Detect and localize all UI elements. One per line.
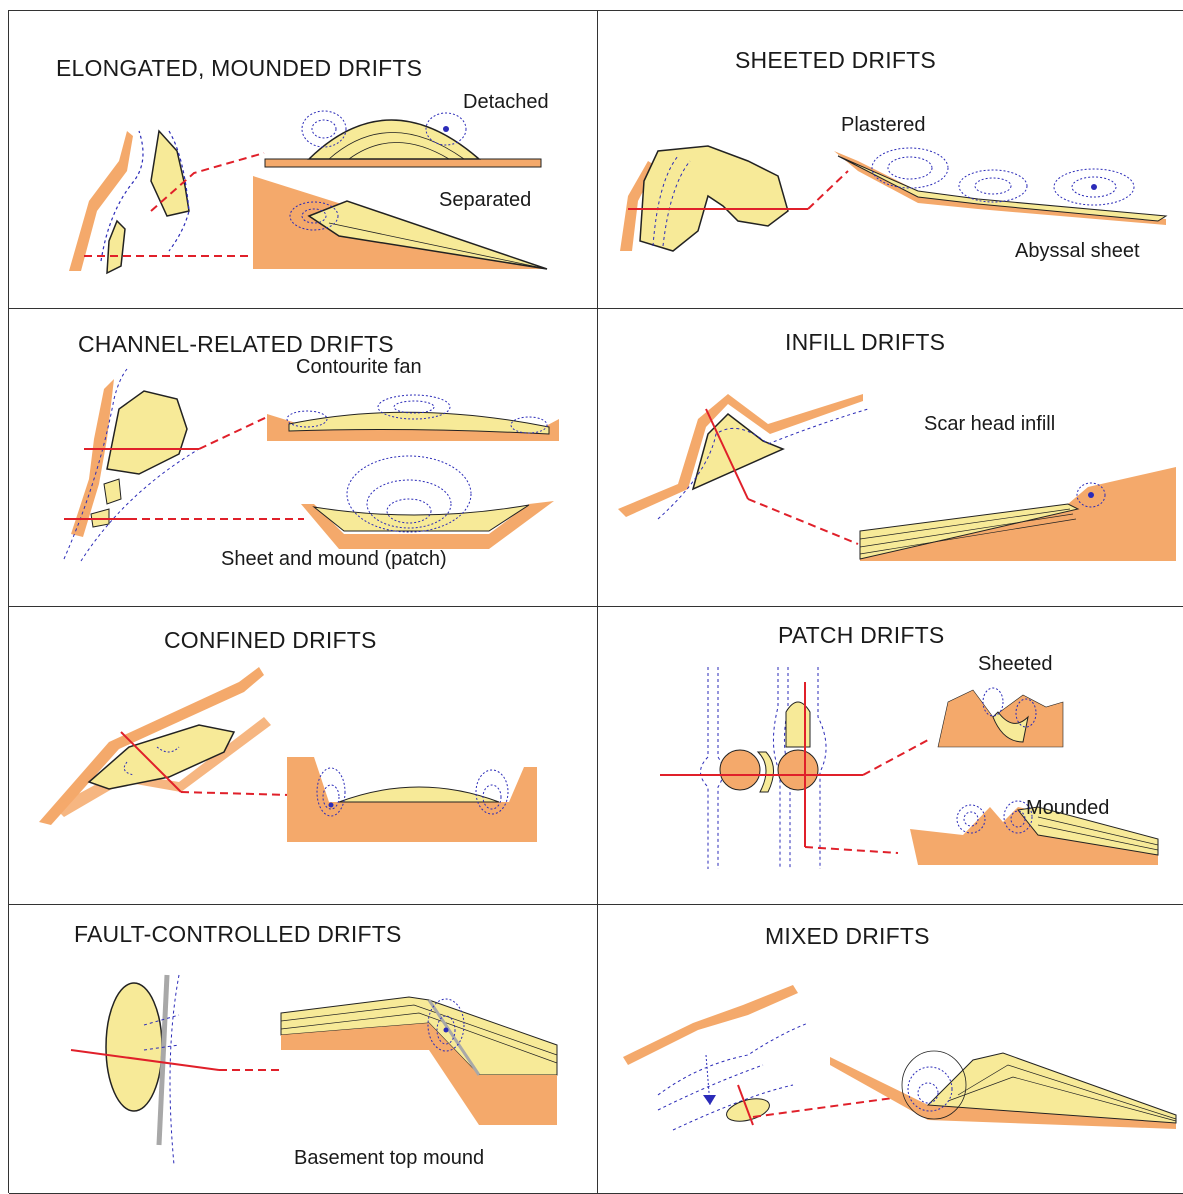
panel-title: SHEETED DRIFTS [735,47,936,74]
panel-infill-drifts: INFILL DRIFTS Scar head infill [598,309,1183,607]
label-detached: Detached [463,91,549,114]
panel-title: CONFINED DRIFTS [164,627,377,654]
panel-elongated-mounded-drifts: ELONGATED, MOUNDED DRIFTS Detached Separ… [9,11,598,309]
label-separated: Separated [439,189,531,212]
panel-fault-controlled-drifts: FAULT-CONTROLLED DRIFTS Basement top mou… [9,905,598,1194]
panel-confined-drifts: CONFINED DRIFTS [9,607,598,905]
label-sheeted: Sheeted [978,653,1053,676]
label-abyssal-sheet: Abyssal sheet [1015,240,1140,263]
panel-title: FAULT-CONTROLLED DRIFTS [74,921,402,948]
panel-title: INFILL DRIFTS [785,329,945,356]
label-scar-head-infill: Scar head infill [924,413,1055,436]
label-plastered: Plastered [841,114,926,137]
drift-types-grid: ELONGATED, MOUNDED DRIFTS Detached Separ… [8,10,1183,1193]
panel-title: PATCH DRIFTS [778,622,944,649]
panel-channel-related-drifts: CHANNEL-RELATED DRIFTS Contourite fan Sh… [9,309,598,607]
label-contourite-fan: Contourite fan [296,356,422,379]
label-sheet-and-mound: Sheet and mound (patch) [221,548,447,571]
panel-title: MIXED DRIFTS [765,923,930,950]
patch-drifts-diagram [598,607,1183,905]
panel-title: CHANNEL-RELATED DRIFTS [78,331,394,358]
label-basement-top-mound: Basement top mound [294,1147,484,1170]
label-mounded: Mounded [1026,797,1109,820]
panel-title: ELONGATED, MOUNDED DRIFTS [56,55,422,82]
panel-mixed-drifts: MIXED DRIFTS [598,905,1183,1194]
panel-sheeted-drifts: SHEETED DRIFTS Plastered Abyssal sheet [598,11,1183,309]
panel-patch-drifts: PATCH DRIFTS Sheeted Mounded [598,607,1183,905]
